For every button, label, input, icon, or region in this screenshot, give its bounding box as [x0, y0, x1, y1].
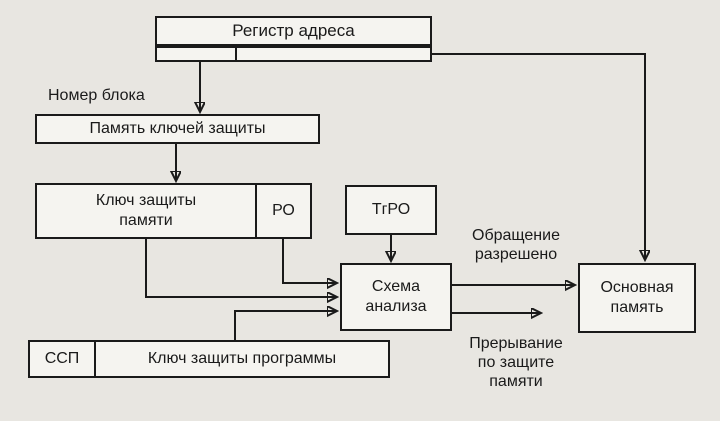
arrow-program-key-to-analysis — [234, 311, 336, 340]
memory-protection-interrupt-label: Прерывание по защите памяти — [450, 334, 582, 392]
node-address-register-label: Регистр адреса — [232, 21, 355, 41]
node-protection-keys-memory-label: Память ключей защиты — [89, 120, 266, 137]
node-program-protection-key-label: Ключ защиты программы — [147, 350, 337, 367]
node-address-register: Регистр адреса — [155, 16, 432, 46]
arrow-register-to-main-memory — [432, 53, 645, 259]
block-number-label: Номер блока — [48, 87, 145, 104]
node-protection-keys-memory: Память ключей защиты — [35, 114, 320, 144]
node-main-memory-label: Основная память — [600, 279, 674, 316]
node-main-memory: Основная память — [578, 263, 696, 333]
node-ssp-label: ССП — [44, 350, 80, 367]
node-analysis-scheme: Схема анализа — [340, 263, 452, 331]
address-register-field-strip — [155, 46, 432, 62]
node-ssp: ССП — [28, 340, 96, 378]
memory-protection-interrupt-label-text: Прерывание по защите памяти — [469, 335, 563, 391]
node-memory-protection-key: Ключ защиты памяти — [35, 183, 257, 239]
arrow-memory-key-to-analysis — [145, 239, 336, 297]
node-program-protection-key: Ключ защиты программы — [94, 340, 390, 378]
field-strip-divider — [235, 48, 237, 60]
access-allowed-label: Обращение разрешено — [452, 226, 580, 264]
access-allowed-label-text: Обращение разрешено — [472, 227, 560, 264]
node-ro: РО — [255, 183, 312, 239]
node-memory-protection-key-label: Ключ защиты памяти — [95, 192, 197, 229]
arrow-ro-to-analysis — [282, 239, 336, 283]
node-tgro: ТгРО — [345, 185, 437, 235]
node-ro-label: РО — [272, 202, 295, 219]
node-analysis-scheme-label: Схема анализа — [365, 278, 427, 315]
node-tgro-label: ТгРО — [371, 201, 411, 218]
